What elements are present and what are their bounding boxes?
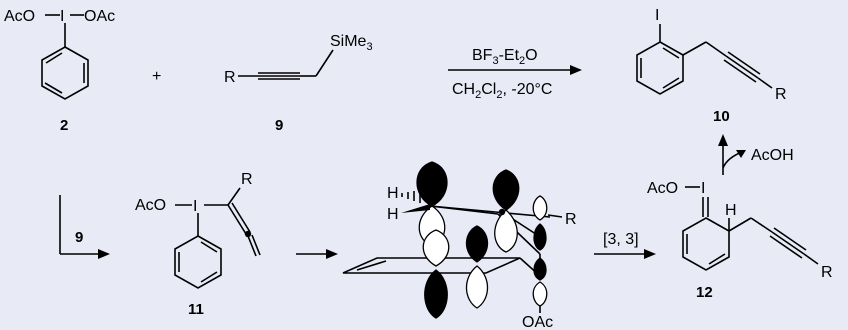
solvent-label: CH2Cl2, -20°C [452, 81, 552, 101]
acetoxy-left-label: AcO [4, 8, 35, 25]
benzene-ring [41, 46, 89, 100]
orbital-lobe-c-oac-bottom [532, 281, 548, 307]
acetoxy-right-label: OAc [84, 8, 115, 25]
ch2-bond [750, 217, 773, 233]
upper-plane-edge [429, 205, 499, 215]
allene-center-dot [244, 230, 252, 238]
silyl-label: SiMe3 [330, 33, 373, 53]
byproduct-label: AcOH [751, 147, 794, 164]
orbital-lobe-aryl2-top [465, 225, 489, 263]
acetoxy-label: AcO [647, 180, 678, 197]
compound-10: I R 10 [636, 7, 787, 125]
ch2-bond [728, 217, 752, 232]
r-label: R [565, 211, 577, 228]
orbital-lobe-c-oac-top [532, 195, 548, 221]
triple-bond-line [771, 231, 805, 255]
hydrogen-label: H [387, 185, 399, 202]
orbital-lobe-ch2-top [416, 161, 448, 207]
reaction-arrow-33: [3, 3] [594, 231, 656, 259]
compound-number-10: 10 [713, 108, 730, 125]
ring-double-bond [200, 271, 218, 283]
reaction-arrow-2: 9 [59, 195, 110, 259]
reaction-arrow-1: BF3-Et2O CH2Cl2, -20°C [448, 47, 582, 101]
triple-bond-line [723, 59, 757, 83]
compound-number-12: 12 [696, 284, 713, 301]
benzene-ring [174, 235, 222, 289]
orbital-lobe-allene-bottom [494, 209, 518, 253]
ring-double-bond [200, 241, 218, 253]
elimination-arrow: AcOH [718, 134, 794, 175]
orbital-lobe-aryl1-top [422, 229, 450, 267]
triple-bond-line [773, 227, 807, 251]
hydrogen-label: H [725, 202, 737, 219]
ring-double-bond [708, 253, 726, 265]
arrow-head [98, 249, 110, 259]
arrow-head [570, 65, 582, 75]
compound-number-2: 2 [60, 117, 68, 134]
compound-number-11: 11 [188, 301, 204, 318]
allene-center-dot [498, 208, 506, 216]
compound-number-9: 9 [275, 117, 283, 134]
iodine-label: I [655, 7, 659, 24]
hashed-wedge-bond [401, 191, 421, 203]
aryl-plane-inner-line [356, 260, 387, 271]
triple-bond-line [725, 55, 759, 79]
ch2-bond [705, 41, 727, 57]
triple-bond-line [727, 51, 761, 75]
plus-sign: + [152, 68, 161, 85]
compound-9: R SiMe3 9 [224, 33, 373, 134]
oac-label: OAc [522, 314, 553, 330]
benzene-ring [636, 41, 684, 95]
iodine-label: I [701, 180, 705, 197]
alkyne-r-bond [757, 77, 773, 89]
triple-bond-line [769, 235, 803, 259]
solid-wedge-bond [401, 204, 430, 213]
iodine-label: I [193, 198, 197, 215]
arrow-head [326, 249, 338, 259]
allene-bond [227, 204, 247, 235]
reaction-arrow-3 [296, 249, 338, 259]
ring-double-bond [44, 82, 63, 94]
ring-double-bond [662, 47, 680, 59]
orbital-lobe-c-oac-lower [533, 257, 547, 281]
c-r-bond [227, 187, 241, 206]
allene-bond [247, 235, 257, 257]
reagent-label: BF3-Et2O [472, 47, 538, 67]
orbital-lobe-aryl2-bottom [465, 265, 489, 309]
ring-double-bond [45, 52, 63, 64]
orbital-lobe-allene-top [492, 169, 520, 211]
compound-12: AcO I H R 12 [647, 180, 833, 301]
compound-2: AcO I OAc 2 [4, 8, 115, 134]
allene-bond [231, 202, 251, 233]
r-label: R [224, 69, 236, 86]
compound-11: AcO I R 11 [135, 171, 261, 318]
r-label: R [775, 86, 787, 103]
r-label: R [821, 264, 833, 281]
ch2-si-bond [315, 49, 334, 77]
transition-state: H H R OAc [342, 161, 577, 330]
r-label: R [241, 171, 253, 188]
orbital-lobe-c-oac-bond [533, 223, 547, 251]
sigmatropic-label: [3, 3] [603, 231, 639, 248]
reagent-number-9: 9 [75, 229, 83, 246]
alkyne-r-bond [803, 253, 819, 265]
ch2-bond [682, 41, 707, 56]
acetoxy-label: AcO [135, 197, 166, 214]
cyclohexadiene-ring [682, 217, 730, 271]
iodine-label: I [60, 8, 64, 25]
hydrogen-label: H [387, 206, 399, 223]
arrow-head [718, 134, 728, 146]
c-r-bond [547, 214, 563, 218]
arrow-head [644, 249, 656, 259]
allene-bond [251, 234, 261, 256]
byproduct-arrow-head [736, 150, 746, 158]
ring-double-bond [662, 77, 680, 89]
orbital-lobe-aryl1-bottom [424, 269, 448, 319]
